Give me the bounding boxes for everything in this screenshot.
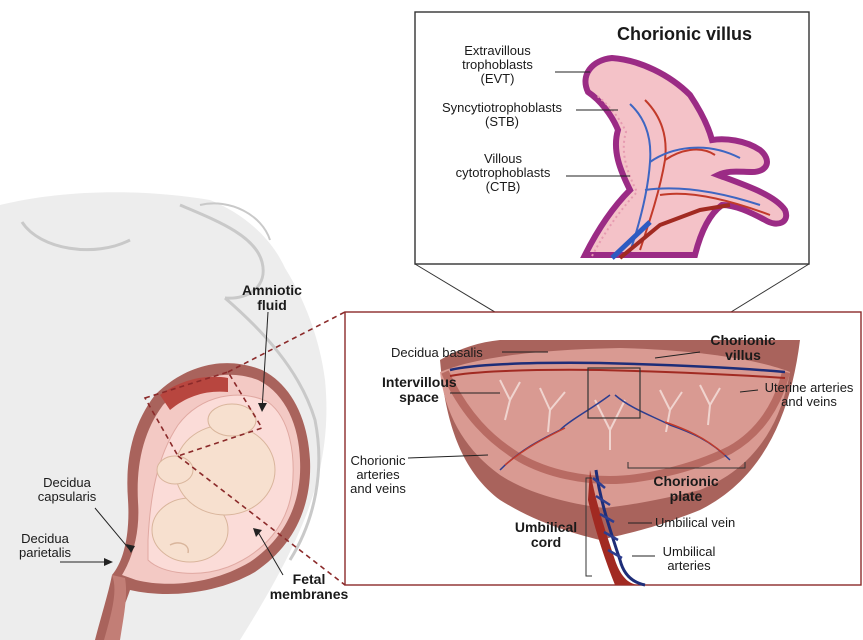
decidua-parietalis-label: Decidua parietalis [10,532,80,560]
chorionic-plate-label: Chorionic plate [648,474,724,504]
umbilical-cord-label: Umbilical cord [508,520,584,550]
chorionic-vessels-label: Chorionic arteries and veins [345,454,411,496]
decidua-capsularis-label: Decidua capsularis [28,476,106,504]
amniotic-fluid-label: Amniotic fluid [238,283,306,313]
chorionic-villus-label: Chorionic villus [705,333,781,363]
decidua-basalis-label: Decidua basalis [391,346,483,360]
villus-title: Chorionic villus [617,24,752,44]
umbilical-arteries-label: Umbilical arteries [654,545,724,573]
intervillous-space-label: Intervillous space [382,375,456,405]
evt-label: Extravillous trophoblasts (EVT) [440,44,555,86]
uterine-vessels-label: Uterine arteries and veins [756,381,862,409]
umbilical-vein-label: Umbilical vein [655,516,735,530]
ctb-label: Villous cytotrophoblasts (CTB) [440,152,566,194]
stb-label: Syncytiotrophoblasts (STB) [428,101,576,129]
fetal-membranes-label: Fetal membranes [268,572,350,602]
